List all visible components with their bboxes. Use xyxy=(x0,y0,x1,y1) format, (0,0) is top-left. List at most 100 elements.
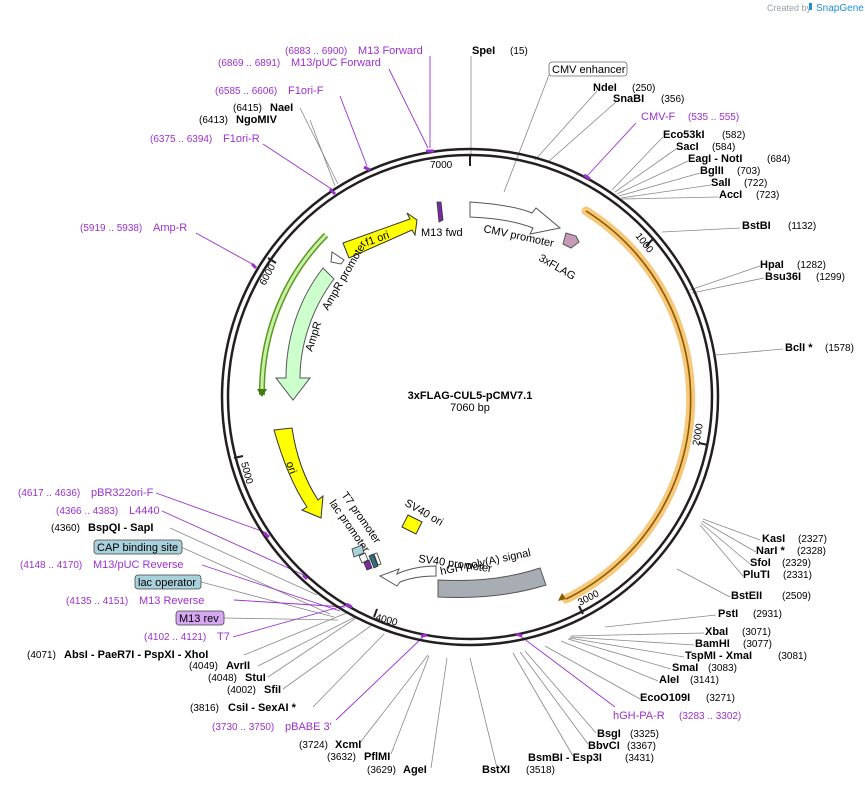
site-bglii: BglII(703) xyxy=(700,165,760,177)
feature-ampr xyxy=(274,267,335,401)
svg-text:(4617 .. 4636): (4617 .. 4636) xyxy=(18,488,80,499)
svg-text:SfiI: SfiI xyxy=(264,684,281,696)
svg-text:(1299): (1299) xyxy=(816,272,845,283)
credit-brand: SnapGene xyxy=(816,3,864,14)
svg-text:(4366 .. 4383): (4366 .. 4383) xyxy=(56,506,118,517)
svg-text:SpeI: SpeI xyxy=(472,45,495,57)
site-pluti: PluTI(2331) xyxy=(743,569,812,581)
svg-text:NaeI: NaeI xyxy=(270,102,293,114)
primer-cmv-f: CMV-F (535 .. 555) xyxy=(641,111,739,123)
ampr-outer-arc-fill xyxy=(260,233,328,396)
svg-text:(1282): (1282) xyxy=(797,260,826,271)
site-spei: SpeI (15) xyxy=(472,45,528,57)
svg-text:(3730 .. 3750): (3730 .. 3750) xyxy=(212,722,274,733)
svg-text:EcoO109I: EcoO109I xyxy=(640,692,690,704)
svg-text:(4102 .. 4121): (4102 .. 4121) xyxy=(144,632,206,643)
svg-text:TspMI - XmaI: TspMI - XmaI xyxy=(685,650,752,662)
primer-labels: (6883 .. 6900)M13 Forward (6869 .. 6891)… xyxy=(18,45,741,733)
site-saci: SacI(584) xyxy=(676,141,735,153)
site-pflmi: PflMI(3632) xyxy=(327,751,390,763)
site-naei: NaeI (6415) xyxy=(233,102,293,114)
svg-text:M13/pUC Reverse: M13/pUC Reverse xyxy=(93,559,183,571)
svg-text:(250): (250) xyxy=(632,83,655,94)
svg-text:HpaI: HpaI xyxy=(760,259,784,271)
primer-f1ori-f: (6585 .. 6606) F1ori-F xyxy=(215,85,324,97)
site-bstxi: BstXI(3518) xyxy=(482,764,555,776)
m13-rev-box xyxy=(175,610,225,626)
svg-text:(4048): (4048) xyxy=(208,673,237,684)
site-psti: PstI (2931) xyxy=(718,608,782,620)
svg-text:F1ori-R: F1ori-R xyxy=(223,133,260,145)
svg-text:Amp-R: Amp-R xyxy=(153,222,187,234)
svg-text:(2931): (2931) xyxy=(753,609,782,620)
svg-text:SacI: SacI xyxy=(676,141,699,153)
feature-f1-ori xyxy=(342,212,418,259)
svg-text:(3071): (3071) xyxy=(742,627,771,638)
svg-text:Bsu36I: Bsu36I xyxy=(765,271,801,283)
svg-text:NarI *: NarI * xyxy=(756,545,785,557)
svg-text:AgeI: AgeI xyxy=(403,764,427,776)
backbone-outer-ring xyxy=(220,147,720,647)
svg-text:L4440: L4440 xyxy=(129,505,160,517)
primer-m13-puc-forward: (6869 .. 6891)M13/pUC Forward xyxy=(218,57,381,69)
site-sfoi: SfoI(2329) xyxy=(750,557,811,569)
site-kasi: KasI(2327) xyxy=(762,533,827,545)
svg-text:F1ori-F: F1ori-F xyxy=(288,85,324,97)
svg-text:BglII: BglII xyxy=(700,165,724,177)
site-xbai: XbaI(3071) xyxy=(705,626,771,638)
svg-text:(3325): (3325) xyxy=(630,729,659,740)
svg-text:(3629): (3629) xyxy=(367,765,396,776)
svg-text:(5919 .. 5938): (5919 .. 5938) xyxy=(80,223,142,234)
primer-f1ori-r: (6375 .. 6394)F1ori-R xyxy=(150,133,260,145)
ruler-ticks xyxy=(233,155,709,618)
site-xhoi-group: AbsI - PaeR7I - PspXI - XhoI(4071) xyxy=(27,649,208,661)
lac-operator-box xyxy=(134,574,202,590)
primer-hgh-pa-r: hGH-PA-R(3283 .. 3302) xyxy=(613,710,741,722)
svg-text:(4071): (4071) xyxy=(27,650,56,661)
site-acci: AccI(723) xyxy=(719,189,779,201)
feature-small-annotations xyxy=(351,544,382,571)
plasmid-size: 7060 bp xyxy=(450,402,490,414)
svg-text:BamHI: BamHI xyxy=(695,638,730,650)
site-stui: StuI (4048) xyxy=(208,672,266,684)
svg-text:(4148 .. 4170): (4148 .. 4170) xyxy=(20,560,82,571)
svg-text:pBR322ori-F: pBR322ori-F xyxy=(91,487,154,499)
svg-text:pBABE 3': pBABE 3' xyxy=(285,721,332,733)
svg-text:CMV-F: CMV-F xyxy=(641,111,676,123)
site-smai: SmaI(3083) xyxy=(672,662,737,674)
svg-text:SalI: SalI xyxy=(711,177,731,189)
feature-ampr-promoter xyxy=(330,251,345,265)
svg-text:(684): (684) xyxy=(767,154,790,165)
feature-ori xyxy=(273,427,324,519)
site-nari: NarI *(2328) xyxy=(756,545,826,557)
site-eco53ki: Eco53kI(582) xyxy=(663,129,745,141)
svg-text:SmaI: SmaI xyxy=(672,662,698,674)
svg-text:(6415): (6415) xyxy=(233,103,262,114)
lac-operator-label: lac operator xyxy=(138,577,196,589)
svg-text:PflMI: PflMI xyxy=(364,751,390,763)
plasmid-name: 3xFLAG-CUL5-pCMV7.1 xyxy=(408,390,533,402)
site-bspqi-sapi: BspQI - SapI(4360) xyxy=(51,522,153,534)
site-bsu36i: Bsu36I (1299) xyxy=(765,271,845,283)
svg-text:BbvCI: BbvCI xyxy=(588,740,620,752)
site-ndei: NdeI(250) xyxy=(593,82,655,94)
svg-text:SnaBI: SnaBI xyxy=(613,93,644,105)
svg-text:AccI: AccI xyxy=(719,189,742,201)
svg-text:(4135 .. 4151): (4135 .. 4151) xyxy=(66,596,128,607)
svg-text:StuI: StuI xyxy=(245,672,266,684)
svg-text:PstI: PstI xyxy=(718,608,738,620)
svg-text:(722): (722) xyxy=(744,178,767,189)
site-xcmi: XcmI(3724) xyxy=(299,739,361,751)
svg-text:(6585 .. 6606): (6585 .. 6606) xyxy=(215,86,277,97)
svg-text:hGH-PA-R: hGH-PA-R xyxy=(613,710,665,722)
svg-text:(4002): (4002) xyxy=(227,685,256,696)
svg-text:(4049): (4049) xyxy=(189,661,218,672)
svg-text:(15): (15) xyxy=(510,46,528,57)
site-csii-sexai: CsiI - SexAI *(3816) xyxy=(190,702,297,714)
primer-m13-puc-reverse: (4148 .. 4170) M13/pUC Reverse xyxy=(20,559,183,571)
svg-text:(535 .. 555): (535 .. 555) xyxy=(688,112,739,123)
svg-text:(2509): (2509) xyxy=(782,591,811,602)
svg-text:T7: T7 xyxy=(217,631,230,643)
svg-text:EagI - NotI: EagI - NotI xyxy=(688,153,742,165)
